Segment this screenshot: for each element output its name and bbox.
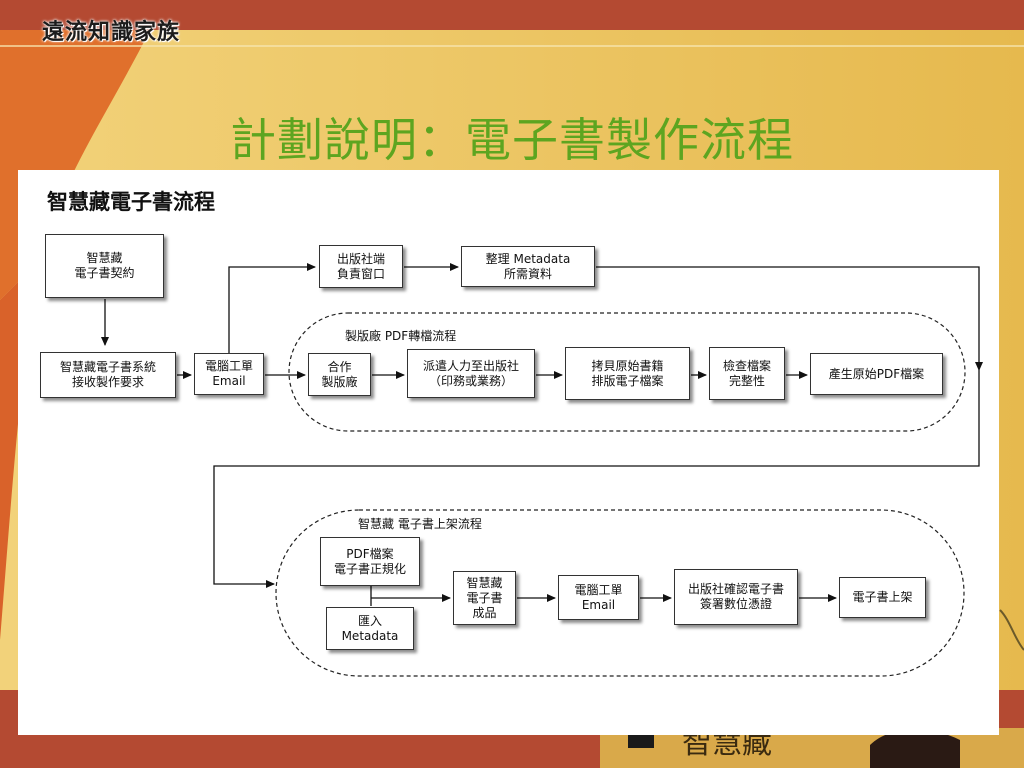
arrow-email-to-publisher xyxy=(228,263,316,353)
contract-box: 智慧藏 電子書契約 xyxy=(45,234,164,298)
computer-work-order-email-box-2: 電腦工單 Email xyxy=(558,575,639,620)
system-request-box: 智慧藏電子書系統 接收製作要求 xyxy=(40,352,176,398)
ebook-product-box: 智慧藏 電子書 成品 xyxy=(453,571,516,625)
slide-title: 計劃說明：電子書製作流程 xyxy=(230,113,794,167)
publisher-window-box: 出版社端 負責窗口 xyxy=(319,245,403,288)
import-metadata-box: 匯入 Metadata xyxy=(326,607,414,650)
brand-logo-text: 遠流知識家族 xyxy=(42,19,181,45)
flowchart-panel: 智慧藏電子書流程 製版廠 PDF轉檔流程 智慧藏 電子書上架流程 智慧藏 電子書… xyxy=(18,170,999,735)
computer-work-order-email-box: 電腦工單 Email xyxy=(194,353,264,395)
publisher-sign-certificate-box: 出版社確認電子書 簽署數位憑證 xyxy=(674,569,798,625)
arrow-to-shelf-flow xyxy=(213,370,980,588)
pdf-flow-group-label: 製版廠 PDF轉檔流程 xyxy=(345,329,457,343)
ebook-on-shelf-box: 電子書上架 xyxy=(839,577,926,618)
metadata-prep-box: 整理 Metadata 所需資料 xyxy=(461,246,595,287)
flowchart-connectors xyxy=(101,263,983,677)
check-file-integrity-box: 檢查檔案 完整性 xyxy=(709,347,785,400)
shelf-flow-group-label: 智慧藏 電子書上架流程 xyxy=(358,517,482,531)
generate-pdf-box: 產生原始PDF檔案 xyxy=(810,353,943,395)
diagram-heading: 智慧藏電子書流程 xyxy=(47,190,215,214)
arrow-metadata-to-right xyxy=(596,266,983,371)
copy-source-files-box: 拷貝原始書籍 排版電子檔案 xyxy=(565,347,690,400)
partner-plant-box: 合作 製版廠 xyxy=(308,353,371,396)
shelf-flow-group-outline xyxy=(275,509,965,677)
pdf-flow-group-outline xyxy=(288,312,966,432)
dispatch-staff-box: 派遣人力至出版社 （印務或業務） xyxy=(407,349,535,398)
pdf-normalize-box: PDF檔案 電子書正規化 xyxy=(320,537,420,586)
